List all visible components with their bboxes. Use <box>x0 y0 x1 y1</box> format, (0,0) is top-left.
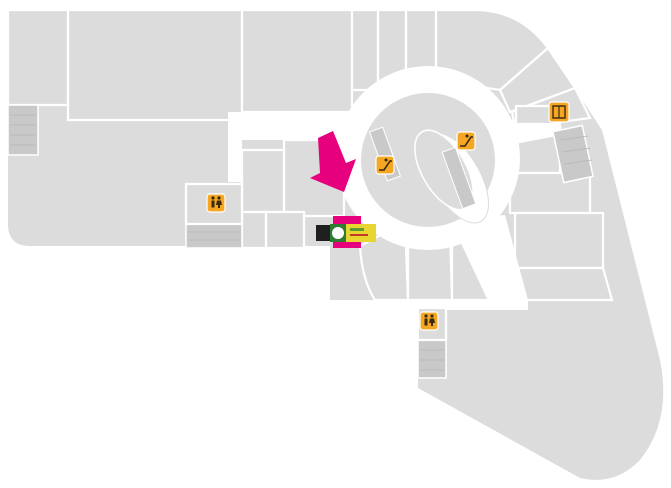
escalator-left-icon[interactable] <box>375 155 395 175</box>
restroom-west-icon[interactable] <box>206 193 226 213</box>
stairs-east <box>552 124 594 184</box>
you-are-here-arrow <box>310 131 356 192</box>
stairs-center-west <box>185 223 243 249</box>
rooms <box>6 8 614 302</box>
stairs-south <box>417 339 447 379</box>
stairs-west <box>7 104 39 156</box>
escalator-right-icon[interactable] <box>456 131 476 151</box>
store-logo-sign <box>316 224 376 242</box>
elevator-east-icon[interactable] <box>548 101 570 123</box>
atrium <box>359 91 497 229</box>
restroom-south-icon[interactable] <box>419 311 439 331</box>
destination-store[interactable] <box>316 216 376 248</box>
